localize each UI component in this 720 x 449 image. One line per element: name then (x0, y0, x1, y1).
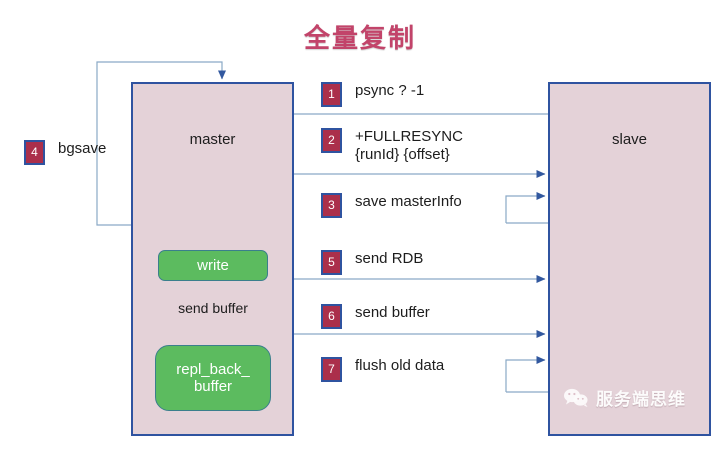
step-badge-5: 5 (321, 250, 342, 275)
wechat-icon (564, 388, 588, 407)
step-row-1: 1 psync ? -1 (321, 82, 424, 107)
step-label-5: send RDB (355, 250, 424, 267)
step-badge-4: 4 (24, 140, 45, 165)
step-badge-3: 3 (321, 193, 342, 218)
step-label-2: +FULLRESYNC {runId} {offset} (355, 128, 463, 163)
send-buffer-label: send buffer (178, 300, 248, 316)
step-label-6: send buffer (355, 304, 430, 321)
step-row-5: 5 send RDB (321, 250, 423, 275)
step-row-4: 4 bgsave (24, 140, 106, 165)
step-badge-6: 6 (321, 304, 342, 329)
step-badge-1: 1 (321, 82, 342, 107)
watermark: 服务端思维 (563, 385, 686, 410)
step-label-4: bgsave (58, 140, 107, 157)
watermark-text: 服务端思维 (596, 390, 686, 409)
slave-node-label: slave (611, 131, 648, 148)
write-box[interactable]: write (158, 250, 268, 281)
page-title: 全量复制 (303, 23, 416, 53)
step-row-7: 7 flush old data (321, 357, 444, 382)
master-node-label: master (189, 131, 236, 148)
step-badge-7: 7 (321, 357, 342, 382)
step-badge-2: 2 (321, 128, 342, 153)
step-row-2: 2 +FULLRESYNC {runId} {offset} (321, 128, 463, 163)
repl-back-buffer-box[interactable]: repl_back_ buffer (155, 345, 271, 411)
step-label-1: psync ? -1 (355, 82, 425, 99)
arrow-step-7-self-loop (505, 356, 548, 393)
step-label-3: save masterInfo (355, 193, 462, 210)
step-row-3: 3 save masterInfo (321, 193, 462, 218)
slave-node[interactable]: slave (548, 82, 711, 436)
step-label-7: flush old data (355, 357, 445, 374)
step-row-6: 6 send buffer (321, 304, 430, 329)
arrow-step-3-self-loop (505, 192, 548, 224)
